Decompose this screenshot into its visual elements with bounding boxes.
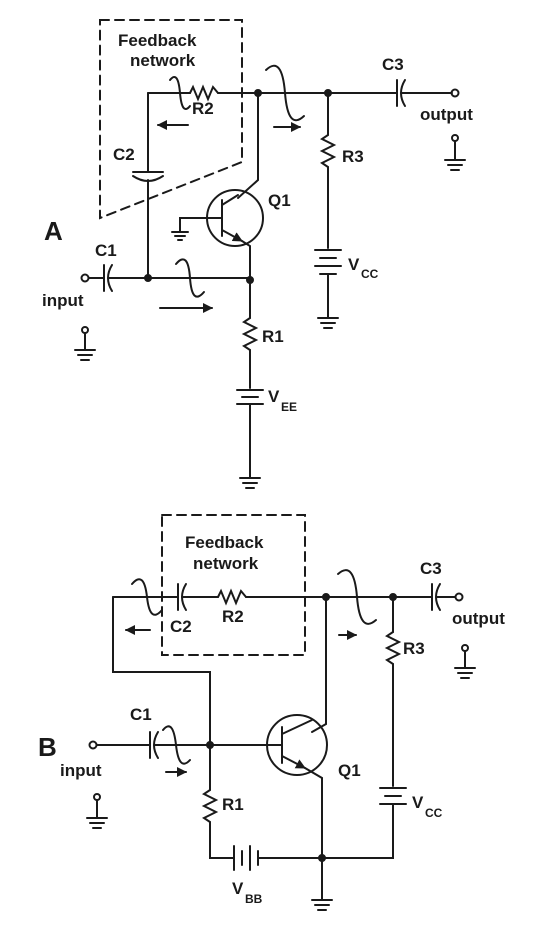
node-a-top-left xyxy=(254,89,262,97)
r2-resistor-b xyxy=(217,588,247,606)
wire-b-r1-vbb xyxy=(209,821,235,859)
circuit-a xyxy=(74,19,466,489)
input-label-a: input xyxy=(42,291,84,310)
ground-a-base xyxy=(171,231,189,241)
signal-wave-b-left xyxy=(131,578,163,616)
vcc-battery-b xyxy=(379,787,407,805)
feedback-network-box-b xyxy=(161,514,306,656)
r2-label-a: R2 xyxy=(192,99,214,118)
node-a-c2 xyxy=(144,274,152,282)
c3-capacitor-b xyxy=(431,583,456,611)
node-a-emitter xyxy=(246,276,254,284)
vcc-label-b: V xyxy=(412,793,424,812)
feedback-network-label-b-line1: Feedback xyxy=(185,533,264,552)
node-b-top-r3 xyxy=(389,593,397,601)
r1-label-b: R1 xyxy=(222,795,244,814)
output-label-a: output xyxy=(420,105,473,124)
feedback-network-label-a-line2: network xyxy=(130,51,196,70)
vee-battery-a xyxy=(236,389,264,405)
output-terminal-b xyxy=(454,592,464,602)
vee-label-a: V xyxy=(268,387,280,406)
vcc-battery-a xyxy=(314,249,342,275)
wire-b-collector xyxy=(311,596,327,733)
signal-wave-b-top xyxy=(337,569,377,625)
q1-collector-lead-a xyxy=(221,194,239,206)
c1-label-b: C1 xyxy=(130,705,152,724)
signal-wave-a-top xyxy=(265,64,305,122)
r1-resistor-a xyxy=(241,317,259,351)
output-terminal-a xyxy=(450,88,460,98)
wire-a-base-ground xyxy=(179,217,223,233)
r3-resistor-a xyxy=(319,134,337,168)
output-label-b: output xyxy=(452,609,505,628)
vbb-sub-label-b: BB xyxy=(245,892,263,906)
vbb-label-b: V xyxy=(232,879,244,898)
q1-emitter-b xyxy=(281,755,306,769)
q1-emitter-a xyxy=(221,229,243,242)
c2-label-b: C2 xyxy=(170,617,192,636)
wire-a-emitter-down xyxy=(241,240,251,319)
feedback-network-label-a-line1: Feedback xyxy=(118,31,197,50)
signal-wave-a-r2 xyxy=(169,76,191,110)
c2-label-a: C2 xyxy=(113,145,135,164)
c2-capacitor-b xyxy=(177,583,219,611)
c3-capacitor-a xyxy=(387,79,453,107)
vbb-battery-b xyxy=(233,845,259,871)
c1-capacitor-a xyxy=(103,264,251,292)
input-terminal-b xyxy=(88,740,98,750)
output-ground-a xyxy=(444,140,466,171)
r3-label-a: R3 xyxy=(342,147,364,166)
circuit-b xyxy=(86,514,476,911)
q1-label-a: Q1 xyxy=(268,191,291,210)
diagram-a-letter: A xyxy=(44,216,63,246)
r1-label-a: R1 xyxy=(262,327,284,346)
r3-resistor-b xyxy=(384,631,402,665)
vee-sub-label-a: EE xyxy=(281,400,297,414)
wire-b-emitter-down xyxy=(304,767,323,901)
q1-label-b: Q1 xyxy=(338,761,361,780)
input-label-b: input xyxy=(60,761,102,780)
vcc-label-a: V xyxy=(348,255,360,274)
input-terminal-a xyxy=(80,273,90,283)
r2-resistor-a xyxy=(189,84,219,102)
wire-b-feedback-loop xyxy=(112,596,211,746)
q1-collector-lead-b xyxy=(281,719,313,735)
ground-a-vcc xyxy=(317,317,339,329)
vcc-sub-label-a: CC xyxy=(361,267,379,281)
r1-resistor-b xyxy=(201,789,219,823)
vcc-sub-label-b: CC xyxy=(425,806,443,820)
input-ground-a xyxy=(74,332,96,361)
output-ground-b xyxy=(454,650,476,679)
feedback-network-label-b-line2: network xyxy=(193,554,259,573)
q1-transistor-b xyxy=(266,714,328,776)
r2-label-b: R2 xyxy=(222,607,244,626)
input-ground-b xyxy=(86,799,108,829)
ground-a-vee xyxy=(239,477,261,489)
signal-wave-b-input xyxy=(162,725,191,765)
ground-b-main xyxy=(311,899,333,911)
c1-label-a: C1 xyxy=(95,241,117,260)
node-a-top-right xyxy=(324,89,332,97)
c3-label-b: C3 xyxy=(420,559,442,578)
node-b-top-collector xyxy=(322,593,330,601)
signal-wave-a-input xyxy=(175,258,205,298)
c1-capacitor-b xyxy=(149,731,283,759)
feedback-network-box-a xyxy=(99,19,243,220)
wire-b-vcc-bottom xyxy=(321,803,394,859)
c3-label-a: C3 xyxy=(382,55,404,74)
diagram-b-letter: B xyxy=(38,732,57,762)
r3-label-b: R3 xyxy=(403,639,425,658)
